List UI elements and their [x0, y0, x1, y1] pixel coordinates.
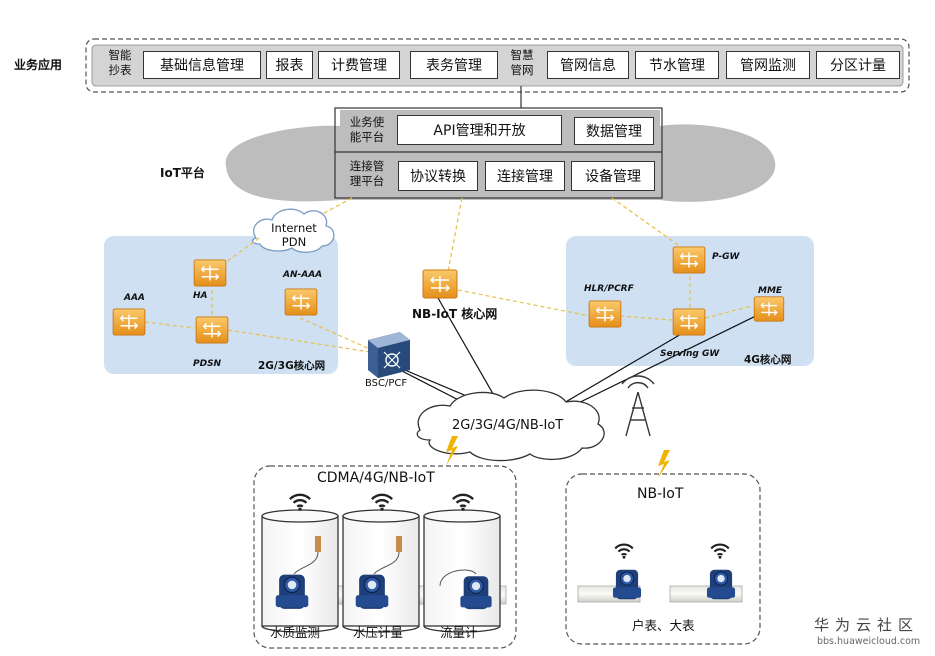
business-frame: [85, 38, 910, 93]
mme-node-icon: [753, 296, 785, 322]
tank-3: [423, 509, 501, 633]
cell-tower-icon: [621, 375, 655, 437]
pgw-node-icon: [672, 246, 706, 274]
wifi-icon-1: [288, 493, 312, 512]
scene-right-frame: [565, 473, 761, 645]
hlr-node-icon: [588, 300, 622, 328]
module-network-info[interactable]: 管网信息: [547, 51, 629, 79]
module-network-monitor[interactable]: 管网监测: [726, 51, 810, 79]
sgw-node-icon: [672, 308, 706, 336]
tank-1: [261, 509, 339, 633]
connection-platform-label: 连接管 理平台: [349, 159, 385, 188]
tank-2: [342, 509, 420, 633]
connection-management-box[interactable]: 连接管理: [485, 161, 565, 191]
internet-pdn-label: Internet PDN: [271, 221, 317, 249]
hlr-pcrf-label: HLR/PCRF: [584, 284, 634, 294]
wifi-icon-2: [370, 493, 394, 512]
business-row-label: 业务应用: [14, 58, 63, 72]
aaa-node-icon: [112, 308, 146, 336]
scene-right-caption: 户表、大表: [632, 618, 695, 633]
nbiot-core-node-icon: [422, 269, 458, 299]
module-water-saving[interactable]: 节水管理: [635, 51, 719, 79]
module-basic-info[interactable]: 基础信息管理: [143, 51, 261, 79]
nbiot-core-label: NB-IoT 核心网: [412, 307, 498, 321]
bsc-pcf-label: BSC/PCF: [365, 378, 408, 389]
aaa-label: AAA: [124, 293, 145, 303]
device-management-box[interactable]: 设备管理: [571, 161, 655, 191]
mme-label: MME: [758, 286, 783, 296]
meter-icon-5: [706, 569, 736, 600]
an-aaa-node-icon: [284, 288, 318, 316]
meter-icon-2: [355, 573, 389, 610]
lightning-left-icon: [446, 436, 458, 466]
wifi-icon-3: [451, 493, 475, 512]
api-management-box[interactable]: API管理和开放: [397, 115, 562, 145]
module-meter-service[interactable]: 表务管理: [410, 51, 498, 79]
region-2g3g: [104, 236, 338, 374]
enablement-platform-label: 业务使 能平台: [349, 115, 385, 144]
data-management-box[interactable]: 数据管理: [574, 117, 654, 145]
an-aaa-label: AN-AAA: [283, 270, 323, 280]
tank-label-water-quality: 水质监测: [270, 625, 321, 640]
protocol-conversion-box[interactable]: 协议转换: [398, 161, 478, 191]
watermark-name: 华为云社区: [814, 616, 920, 634]
access-cloud: [416, 389, 605, 462]
tank-label-flow-meter: 流量计: [440, 625, 478, 640]
scene-left-frame: [253, 465, 517, 649]
meter-icon-4: [612, 569, 642, 600]
core-4g-title: 4G核心网: [744, 354, 792, 366]
pdsn-node-icon: [195, 316, 229, 344]
scene-left-title: CDMA/4G/NB-IoT: [317, 470, 435, 486]
module-report[interactable]: 报表: [266, 51, 313, 79]
meter-icon-1: [275, 573, 309, 610]
smart-meter-label: 智能 抄表: [108, 48, 132, 77]
module-zone-metering[interactable]: 分区计量: [816, 51, 900, 79]
lightning-right-icon: [658, 450, 670, 478]
meter-icon-3: [459, 575, 493, 610]
pdsn-label: PDSN: [193, 359, 222, 369]
scene-right-title: NB-IoT: [637, 486, 684, 502]
smart-network-label: 智慧 管网: [510, 48, 534, 77]
tank-label-water-pressure: 水压计量: [353, 625, 404, 640]
iot-platform-label: IoT平台: [160, 166, 205, 180]
watermark-url: bbs.huaweicloud.com: [817, 636, 921, 647]
pgw-label: P-GW: [712, 252, 740, 262]
module-billing[interactable]: 计费管理: [318, 51, 400, 79]
bsc-device-icon: [368, 332, 410, 378]
access-network-label: 2G/3G/4G/NB-IoT: [452, 418, 564, 433]
wifi-icon-4: [614, 543, 634, 560]
core-2g3g-title: 2G/3G核心网: [258, 360, 326, 372]
serving-gw-label: Serving GW: [660, 349, 720, 359]
ha-node-icon: [193, 259, 227, 287]
wifi-icon-5: [710, 543, 730, 560]
ha-label: HA: [193, 291, 208, 301]
internet-cloud: [251, 208, 335, 253]
